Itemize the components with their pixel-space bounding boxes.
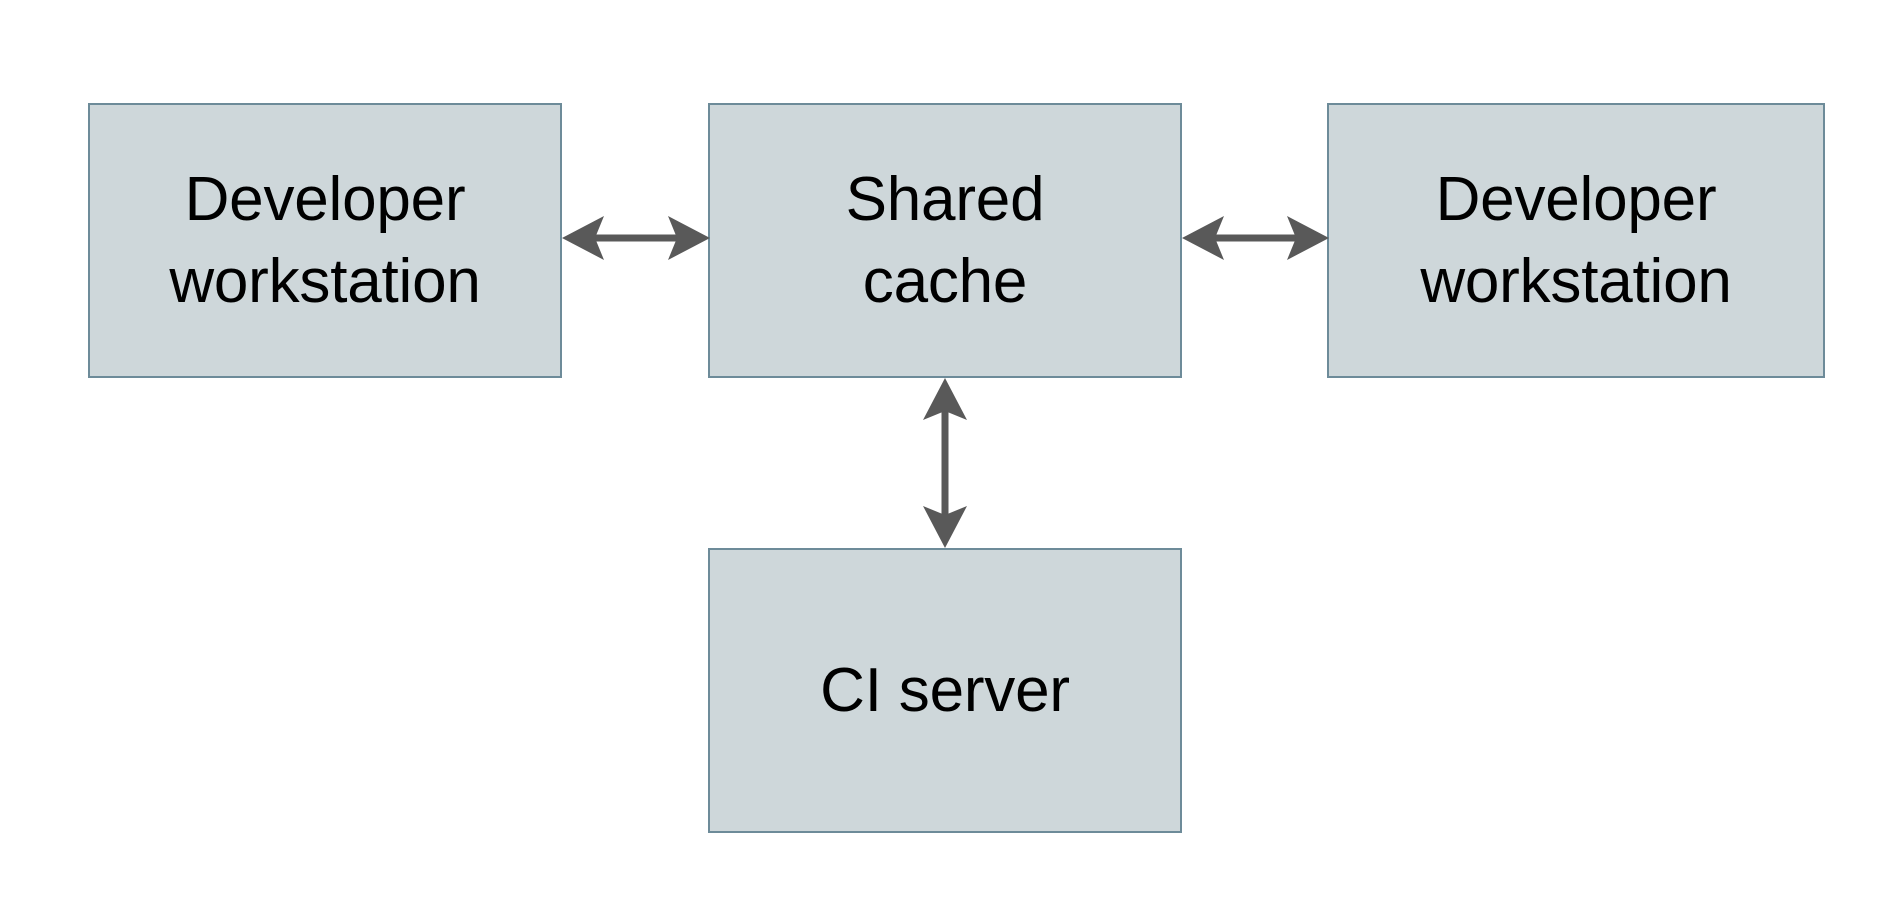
node-developer-workstation-left[interactable]: Developer workstation (88, 103, 562, 378)
node-label: Shared cache (845, 164, 1045, 316)
arrowhead-left-icon (562, 216, 604, 260)
node-label: CI server (820, 655, 1070, 725)
node-shared-cache[interactable]: Shared cache (708, 103, 1182, 378)
connector-dev-left-to-shared-cache[interactable] (560, 196, 712, 280)
connector-shared-cache-to-ci-server[interactable] (903, 376, 987, 550)
arrowhead-up-icon (923, 378, 967, 420)
arrowhead-right-icon (1287, 216, 1329, 260)
node-ci-server[interactable]: CI server (708, 548, 1182, 833)
node-developer-workstation-right[interactable]: Developer workstation (1327, 103, 1825, 378)
arrowhead-left-icon (1182, 216, 1224, 260)
arrowhead-right-icon (668, 216, 710, 260)
node-label: Developer workstation (169, 164, 481, 316)
connector-shared-cache-to-dev-right[interactable] (1180, 196, 1331, 280)
node-label: Developer workstation (1420, 164, 1732, 316)
arrowhead-down-icon (923, 506, 967, 548)
